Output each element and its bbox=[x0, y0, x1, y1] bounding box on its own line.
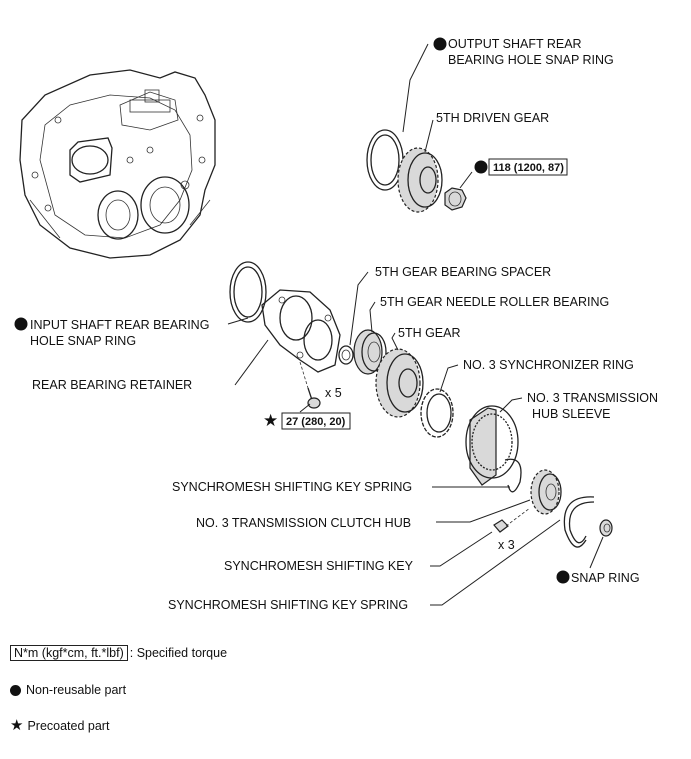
shifting-key-spring-lower: SYNCHROMESH SHIFTING KEY SPRING bbox=[168, 519, 561, 612]
no3-transmission-hub-sleeve: NO. 3 TRANSMISSION HUB SLEEVE bbox=[465, 391, 658, 486]
shifting-key-spring-upper-label: SYNCHROMESH SHIFTING KEY SPRING bbox=[172, 480, 412, 494]
transmission-case bbox=[19, 69, 216, 259]
output-shaft-snap-ring-label-2: BEARING HOLE SNAP RING bbox=[448, 53, 614, 67]
fifth-gear-label: 5TH GEAR bbox=[398, 326, 461, 340]
bolt-torque-value: 27 (280, 20) bbox=[286, 416, 346, 428]
legend-precoated: ★ Precoated part bbox=[10, 718, 109, 733]
input-shaft-snap-ring-label-2: HOLE SNAP RING bbox=[30, 334, 136, 348]
torque-box bbox=[488, 158, 568, 176]
no3-hub-sleeve-label-2: HUB SLEEVE bbox=[532, 407, 611, 421]
key-quantity: x 3 bbox=[498, 538, 515, 552]
legend-torque-desc: : Specified torque bbox=[129, 646, 228, 660]
non-reusable-dot bbox=[474, 160, 488, 174]
no3-synchronizer-ring-label: NO. 3 SYNCHRONIZER RING bbox=[463, 358, 634, 372]
shifting-key-spring-upper: SYNCHROMESH SHIFTING KEY SPRING bbox=[172, 458, 522, 494]
fifth-driven-gear-label: 5TH DRIVEN GEAR bbox=[436, 111, 549, 125]
fifth-gear-bearing-spacer: 5TH GEAR BEARING SPACER bbox=[338, 265, 551, 365]
legend-non-reusable-text: Non-reusable part bbox=[26, 683, 127, 697]
synchromesh-shifting-key: x 3 SYNCHROMESH SHIFTING KEY bbox=[224, 507, 531, 573]
rear-bearing-retainer-label: REAR BEARING RETAINER bbox=[32, 378, 192, 392]
fifth-gear: 5TH GEAR bbox=[375, 326, 461, 418]
no3-clutch-hub-label: NO. 3 TRANSMISSION CLUTCH HUB bbox=[196, 516, 411, 530]
non-reusable-dot-icon bbox=[10, 684, 21, 696]
output-shaft-snap-ring-label-1: OUTPUT SHAFT REAR bbox=[448, 37, 582, 51]
lock-nut: 118 (1200, 87) bbox=[444, 158, 568, 211]
shifting-key-spring-lower-label: SYNCHROMESH SHIFTING KEY SPRING bbox=[168, 598, 408, 612]
fifth-driven-gear: 5TH DRIVEN GEAR bbox=[397, 111, 549, 213]
non-reusable-dot bbox=[433, 37, 447, 51]
legend-precoated-text: Precoated part bbox=[27, 718, 110, 733]
input-shaft-snap-ring: INPUT SHAFT REAR BEARING HOLE SNAP RING bbox=[14, 261, 267, 348]
no3-synchronizer-ring: NO. 3 SYNCHRONIZER RING bbox=[420, 358, 634, 438]
precoated-star-icon: ★ bbox=[10, 717, 24, 734]
fifth-gear-needle-roller-bearing-label: 5TH GEAR NEEDLE ROLLER BEARING bbox=[380, 295, 609, 309]
input-shaft-snap-ring-label-1: INPUT SHAFT REAR BEARING bbox=[30, 318, 209, 332]
rear-bearing-retainer: REAR BEARING RETAINER bbox=[32, 289, 341, 392]
synchromesh-shifting-key-label: SYNCHROMESH SHIFTING KEY bbox=[224, 559, 414, 573]
precoated-star-icon: ★ bbox=[263, 411, 278, 431]
exploded-parts-diagram: OUTPUT SHAFT REAR BEARING HOLE SNAP RING… bbox=[14, 37, 658, 612]
fifth-gear-bearing-spacer-label: 5TH GEAR BEARING SPACER bbox=[375, 265, 551, 279]
retainer-bolt: x 5 ★ 27 (280, 20) bbox=[263, 361, 351, 431]
legend-torque-box: N*m (kgf*cm, ft.*lbf) bbox=[10, 645, 128, 661]
no3-transmission-clutch-hub: NO. 3 TRANSMISSION CLUTCH HUB bbox=[196, 469, 562, 530]
fifth-gear-needle-roller-bearing: 5TH GEAR NEEDLE ROLLER BEARING bbox=[353, 295, 609, 375]
no3-hub-sleeve-label-1: NO. 3 TRANSMISSION bbox=[527, 391, 658, 405]
snap-ring-part: SNAP RING bbox=[556, 496, 640, 585]
legend-torque: N*m (kgf*cm, ft.*lbf) : Specified torque bbox=[10, 645, 227, 661]
nut-torque-value: 118 (1200, 87) bbox=[493, 162, 564, 174]
output-shaft-snap-ring: OUTPUT SHAFT REAR BEARING HOLE SNAP RING bbox=[366, 37, 614, 191]
legend-non-reusable: Non-reusable part bbox=[10, 683, 126, 697]
non-reusable-dot bbox=[556, 570, 570, 584]
snap-ring-label: SNAP RING bbox=[571, 571, 640, 585]
non-reusable-dot bbox=[14, 317, 28, 331]
torque-box bbox=[281, 412, 351, 430]
bolt-quantity: x 5 bbox=[325, 386, 342, 400]
